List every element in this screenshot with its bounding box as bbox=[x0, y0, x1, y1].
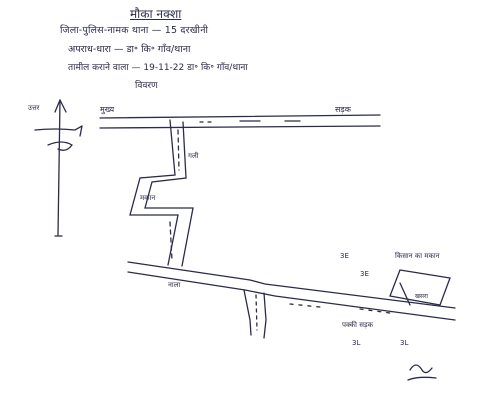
right-road-label: पक्की सड़क bbox=[342, 320, 374, 329]
road-right-label: सड़क bbox=[335, 105, 352, 114]
north-label: उत्तर bbox=[28, 104, 40, 112]
header-line-3: तामील कराने वाला — 19-11-22 डा॰ कि॰ गाँव… bbox=[68, 63, 248, 73]
road-left-label: मुख्य bbox=[100, 105, 114, 115]
signature-scribble bbox=[407, 364, 437, 381]
lane-label-mid: मकान bbox=[140, 194, 155, 202]
neighbor-label: किसान का मकान bbox=[395, 251, 440, 260]
plot-label: खसरा bbox=[415, 293, 428, 300]
lane-path bbox=[129, 119, 194, 267]
junction-label: नाला bbox=[168, 281, 180, 289]
marker-4: 3L bbox=[400, 339, 408, 347]
header-line-4: विवरण bbox=[135, 81, 158, 91]
north-arrow-icon bbox=[34, 99, 83, 237]
plot-outline bbox=[389, 269, 451, 306]
marker-1: 3E bbox=[340, 252, 349, 260]
marker-2: 3E bbox=[360, 270, 369, 278]
branch-road bbox=[243, 289, 267, 339]
header-line-1: जिला-पुलिस-नामक थाना — 15 दरखीनी bbox=[60, 25, 209, 36]
marker-3: 3L bbox=[352, 339, 360, 347]
lane-label-top: गली bbox=[188, 151, 199, 160]
main-road-top bbox=[99, 114, 381, 129]
header-line-2: अपराध-धारा — डा॰ कि॰ गाँव/थाना bbox=[68, 44, 191, 55]
lower-road bbox=[127, 261, 456, 321]
document-title: मौका नक्शा bbox=[130, 7, 182, 21]
